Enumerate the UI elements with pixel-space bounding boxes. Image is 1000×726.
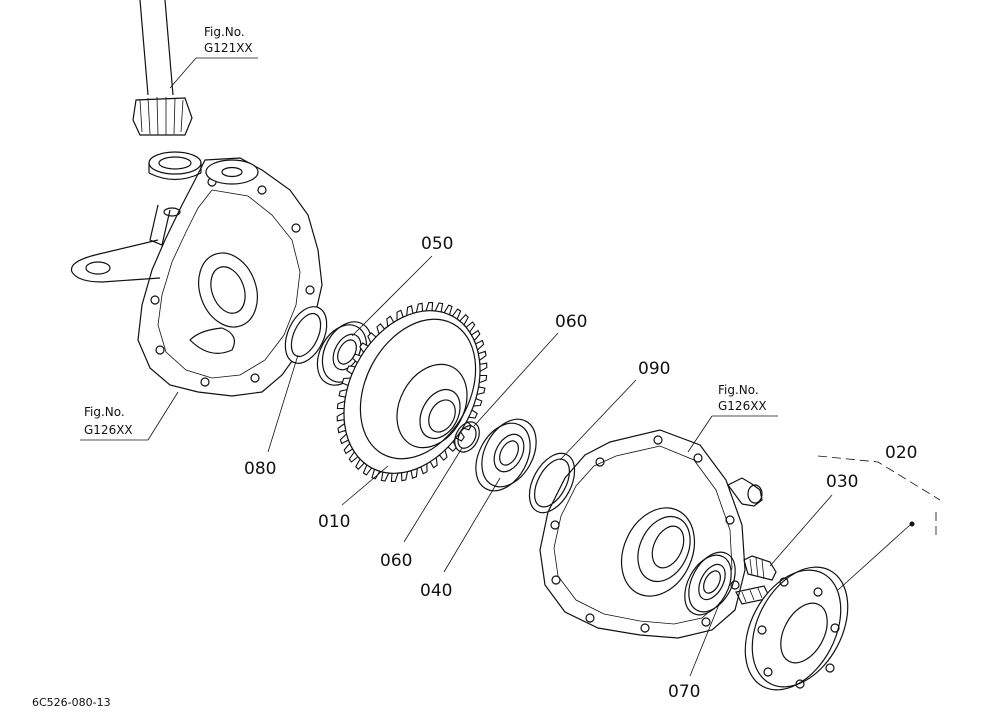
front-axle-gearcase-housing bbox=[70, 0, 323, 397]
part-label-040: 040 bbox=[420, 581, 452, 601]
part-090-o-ring bbox=[528, 452, 576, 514]
part-040-ball-bearing bbox=[475, 418, 537, 492]
part-020-axle-flange bbox=[735, 566, 849, 691]
part-label-060-upper: 060 bbox=[555, 312, 587, 332]
part-label-060-lower: 060 bbox=[380, 551, 412, 571]
ref-right-line1: Fig.No. bbox=[718, 383, 759, 397]
ref-top-line1: Fig.No. bbox=[204, 25, 245, 39]
part-label-030: 030 bbox=[826, 472, 858, 492]
ref-top-line2: G121XX bbox=[204, 41, 253, 55]
part-label-010: 010 bbox=[318, 512, 350, 532]
callout-ref-right: Fig.No. G126XX bbox=[687, 383, 778, 453]
part-010-bevel-gear bbox=[336, 302, 488, 482]
part-label-050: 050 bbox=[421, 234, 453, 254]
ref-left-line2: G126XX bbox=[84, 423, 133, 437]
part-label-020: 020 bbox=[885, 443, 917, 463]
part-070-oil-seal bbox=[684, 551, 736, 616]
part-label-070: 070 bbox=[668, 682, 700, 702]
callout-ref-left: Fig.No. G126XX bbox=[80, 391, 179, 441]
callout-ref-top: Fig.No. G121XX bbox=[169, 25, 258, 89]
ref-left-line1: Fig.No. bbox=[84, 405, 125, 419]
part-label-080: 080 bbox=[244, 459, 276, 479]
leader-lines bbox=[267, 255, 941, 677]
ref-right-line2: G126XX bbox=[718, 399, 767, 413]
gearcase-cover bbox=[539, 429, 763, 639]
part-030-wheel-stud bbox=[743, 555, 777, 581]
part-label-090: 090 bbox=[638, 359, 670, 379]
part-080-oil-seal bbox=[284, 306, 328, 364]
part-060-snap-ring bbox=[454, 421, 480, 453]
drawing-code: 6C526-080-13 bbox=[32, 696, 111, 709]
